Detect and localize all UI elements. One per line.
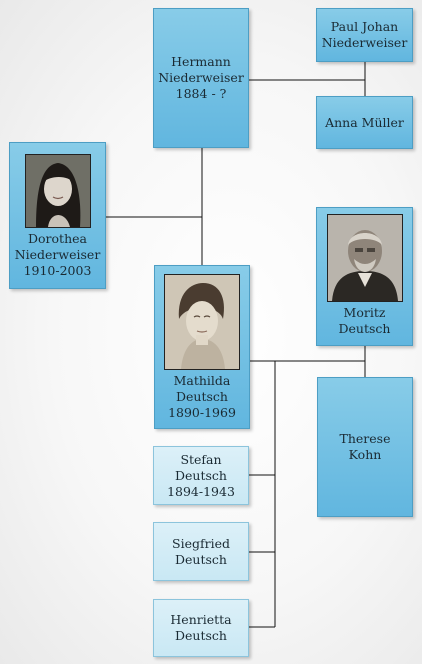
person-last-name: Deutsch — [176, 389, 228, 404]
person-last-name: Niederweiser — [14, 247, 101, 262]
person-last-name: Niederweiser — [321, 35, 408, 50]
person-first-name: Dorothea — [28, 231, 87, 246]
person-card-hermann[interactable]: Hermann Niederweiser 1884 - ? — [153, 8, 249, 148]
person-last-name: Deutsch — [338, 321, 391, 336]
person-card-anna[interactable]: Anna Müller — [316, 96, 413, 149]
person-dates: 1894-1943 — [167, 483, 235, 499]
person-last-name: Deutsch — [175, 628, 227, 643]
person-name: Anna Müller — [325, 114, 404, 130]
person-first-name: Therese — [339, 431, 391, 446]
person-first-name: Henrietta — [170, 612, 232, 627]
person-card-paul[interactable]: Paul Johan Niederweiser — [316, 8, 413, 62]
person-last-name: Deutsch — [175, 551, 227, 567]
person-dates: 1910-2003 — [23, 263, 92, 278]
person-first-name: Hermann — [171, 54, 231, 69]
person-last-name: Kohn — [348, 447, 382, 462]
person-card-mathilda[interactable]: Mathilda Deutsch 1890-1969 — [154, 265, 250, 429]
person-dates: 1890-1969 — [168, 405, 236, 420]
person-last-name: Deutsch — [175, 467, 227, 483]
person-dates: 1884 - ? — [175, 86, 227, 101]
person-card-dorothea[interactable]: Dorothea Niederweiser 1910-2003 — [9, 142, 106, 289]
person-first-name: Moritz — [343, 305, 386, 320]
person-last-name: Niederweiser — [158, 70, 244, 85]
person-card-siegfried[interactable]: Siegfried Deutsch — [153, 522, 249, 581]
person-card-therese[interactable]: Therese Kohn — [317, 377, 413, 517]
person-first-name: Stefan — [180, 451, 222, 467]
person-card-stefan[interactable]: Stefan Deutsch 1894-1943 — [153, 446, 249, 505]
person-card-henrietta[interactable]: Henrietta Deutsch — [153, 599, 249, 657]
portrait-photo-mathilda — [164, 274, 240, 370]
person-card-moritz[interactable]: Moritz Deutsch — [316, 207, 413, 346]
portrait-photo-dorothea — [24, 154, 91, 228]
person-first-name: Siegfried — [172, 535, 230, 551]
person-first-name: Mathilda — [173, 373, 231, 388]
person-first-name: Paul Johan — [330, 19, 399, 34]
portrait-photo-moritz — [326, 214, 403, 302]
